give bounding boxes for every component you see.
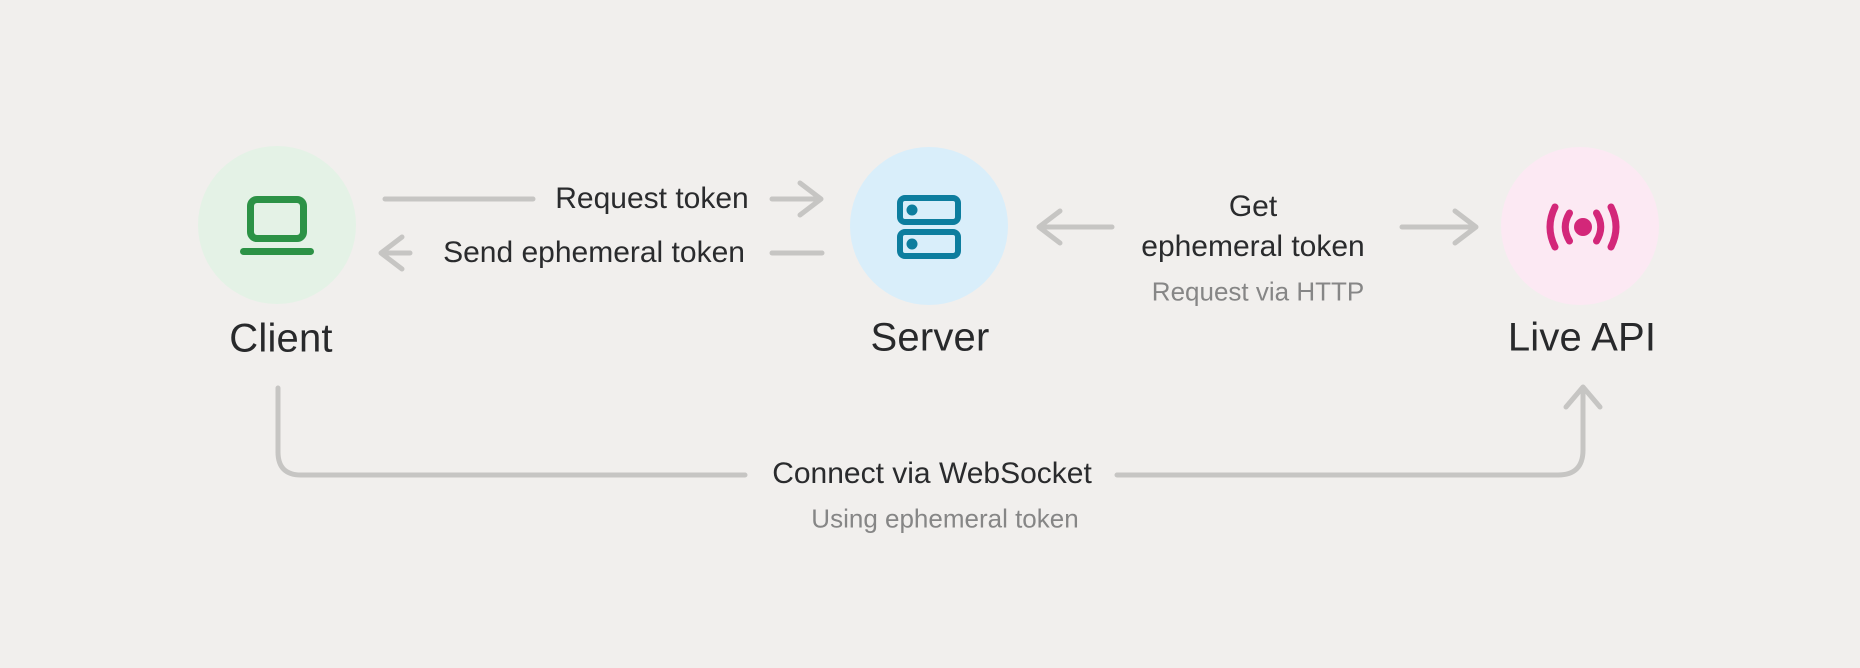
client-circle — [198, 146, 356, 304]
send-ephemeral-token-label: Send ephemeral token — [443, 236, 745, 269]
get-ephemeral-token-label-line2: ephemeral token — [1141, 230, 1365, 263]
laptop-icon — [240, 196, 314, 255]
server-circle — [850, 147, 1008, 305]
server-icon — [897, 195, 961, 259]
send-ephemeral-token-arrow — [378, 234, 825, 272]
request-via-http-sublabel: Request via HTTP — [1151, 276, 1365, 307]
client-label: Client — [229, 316, 333, 361]
using-ephemeral-token-sublabel: Using ephemeral token — [811, 503, 1079, 534]
server-label: Server — [870, 315, 990, 360]
get-ephemeral-token-label: Get ephemeral token — [1141, 187, 1364, 267]
request-token-label: Request token — [555, 182, 749, 215]
broadcast-icon — [1546, 203, 1620, 251]
get-ephemeral-token-label-line1: Get — [1228, 190, 1278, 223]
request-token-arrow — [382, 180, 824, 218]
websocket-connector-arrow — [275, 384, 1603, 478]
live-api-label: Live API — [1507, 315, 1657, 360]
connect-via-websocket-label: Connect via WebSocket — [772, 457, 1092, 490]
get-ephemeral-token-arrows — [1036, 208, 1479, 246]
